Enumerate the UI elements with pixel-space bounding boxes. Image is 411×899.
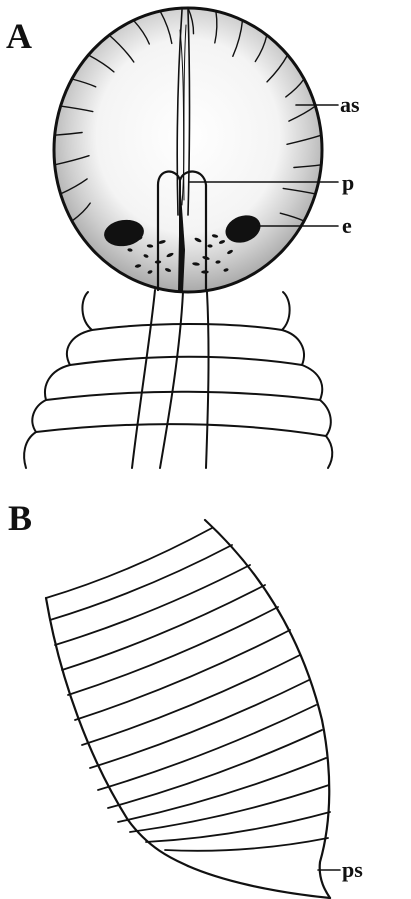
label-p-text: p [342, 170, 354, 195]
posterior-body-outline [46, 520, 330, 898]
posterior-annulus [118, 758, 326, 822]
anterior-sucker [54, 8, 322, 292]
label-as-text: as [340, 92, 360, 117]
posterior-annulus [55, 565, 250, 645]
posterior-annulus [165, 838, 328, 851]
posterior-annuli [46, 528, 330, 851]
label-ps-text: ps [342, 857, 363, 882]
label-ps: ps [318, 857, 363, 882]
panel-letter-a: A [6, 16, 32, 56]
panel-b: B ps [8, 498, 363, 898]
posterior-annulus [46, 528, 212, 598]
panel-a: A [6, 8, 360, 468]
posterior-annulus [50, 545, 232, 620]
panel-letter-b: B [8, 498, 32, 538]
posterior-annulus [146, 812, 330, 842]
body-annuli [24, 290, 332, 468]
label-e-text: e [342, 213, 352, 238]
